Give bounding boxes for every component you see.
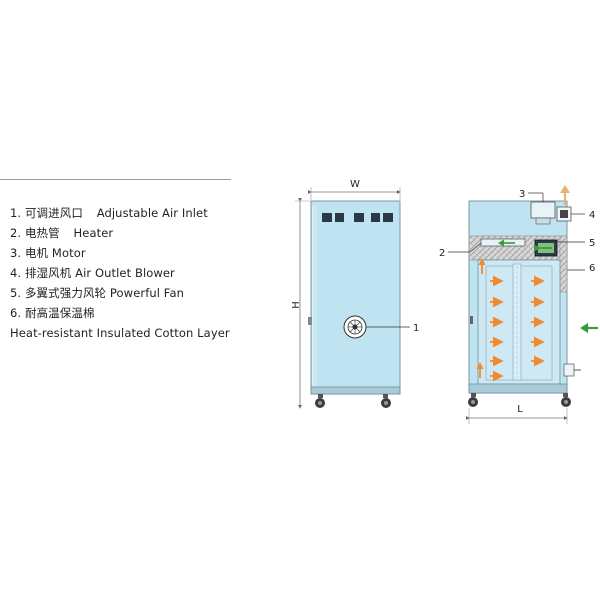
front-plinth — [310, 386, 401, 395]
legend-label-en: Adjustable Air Inlet — [96, 206, 208, 220]
front-top-vents — [322, 213, 393, 222]
front-wheels — [315, 394, 391, 408]
legend-label-en: Motor — [51, 246, 86, 260]
front-cabinet — [310, 200, 401, 395]
legend-item-insulated-cotton-en: Heat-resistant Insulated Cotton Layer — [10, 323, 245, 343]
inlet-airflow-arrow — [580, 323, 598, 333]
legend-label-zh: 排湿风机 — [24, 266, 72, 280]
legend-number: 2. — [10, 226, 22, 240]
length-dimension: L — [465, 404, 568, 424]
side-handle — [308, 317, 312, 325]
chamber-airflow-arrows — [476, 258, 545, 382]
legend-label-en: Powerful Fan — [109, 286, 184, 300]
legend-list: 1. 可调进风口 Adjustable Air Inlet 2. 电热管 Hea… — [10, 203, 245, 343]
legend-number: 1. — [10, 206, 22, 220]
legend-item-powerful-fan: 5. 多翼式强力风轮 Powerful Fan — [10, 283, 245, 303]
legend-label-zh: 耐高温保温棉 — [24, 306, 95, 320]
width-dimension: W — [307, 179, 401, 200]
legend-item-air-outlet-blower: 4. 排湿风机 Air Outlet Blower — [10, 263, 245, 283]
legend-label-zh: 电热管 — [24, 226, 60, 240]
callout-3: 3 — [519, 189, 525, 200]
legend-label-zh: 多翼式强力风轮 — [24, 286, 107, 300]
height-dimension: H — [291, 197, 312, 409]
adjustable-air-inlet-icon — [343, 315, 367, 339]
legend-number: 4. — [10, 266, 22, 280]
length-label: L — [517, 404, 523, 415]
width-label: W — [350, 179, 360, 190]
legend-label-zh: 可调进风口 — [24, 206, 83, 220]
legend-label-en: Air Outlet Blower — [75, 266, 175, 280]
legend-label-en: Heater — [73, 226, 114, 240]
side-wheels — [468, 393, 571, 407]
callout-4-group: 4 — [571, 210, 595, 221]
door-latch — [563, 363, 581, 377]
legend-label-zh: 电机 — [24, 246, 49, 260]
legend-item-adjustable-air-inlet: 1. 可调进风口 Adjustable Air Inlet — [10, 203, 245, 223]
exhaust-arrow — [560, 185, 570, 205]
legend-item-motor: 3. 电机 Motor — [10, 243, 245, 263]
callout-2-group: 2 — [439, 242, 482, 259]
insulation-side — [559, 235, 568, 293]
divider-line — [0, 179, 231, 180]
callout-2: 2 — [439, 248, 445, 259]
callout-1: 1 — [413, 323, 419, 334]
legend-item-insulated-cotton: 6. 耐高温保温棉 — [10, 303, 245, 323]
height-label: H — [291, 301, 302, 309]
motor — [530, 201, 556, 219]
front-view: W H — [291, 179, 419, 409]
legend-item-heater: 2. 电热管 Heater — [10, 223, 245, 243]
callout-6: 6 — [589, 263, 595, 274]
legend-number: 5. — [10, 286, 22, 300]
callout-5-group: 5 — [557, 238, 595, 249]
legend-number: 6. — [10, 306, 22, 320]
legend-number: 3. — [10, 246, 22, 260]
callout-5: 5 — [589, 238, 595, 249]
fan-airflow-arrow — [498, 239, 515, 247]
callout-6-group: 6 — [567, 263, 595, 274]
callout-3-group: 3 — [519, 189, 544, 202]
callout-4: 4 — [589, 210, 595, 221]
legend-label-en: Heat-resistant Insulated Cotton Layer — [10, 326, 230, 340]
side-view: L 2 3 4 5 6 — [439, 185, 598, 424]
